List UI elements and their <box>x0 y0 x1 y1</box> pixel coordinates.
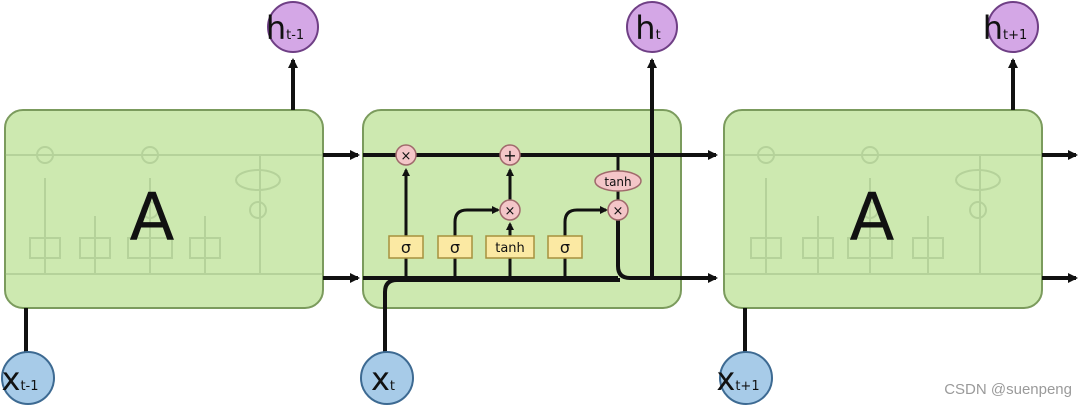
input-node-prev: xt-1 <box>1 351 55 405</box>
cell-prev-box <box>4 109 324 309</box>
svg-text:xt: xt <box>371 360 395 398</box>
layer-forget-sigma: σ <box>388 235 424 259</box>
op-output-multiply: × <box>607 199 629 221</box>
op-input-multiply: × <box>499 199 521 221</box>
layer-candidate-tanh: tanh <box>485 235 535 259</box>
cell-next-box <box>723 109 1043 309</box>
svg-text:xt+1: xt+1 <box>716 360 759 398</box>
op-forget-multiply: × <box>395 144 417 166</box>
cell-prev: A ht-1 xt-1 <box>1 1 324 405</box>
cell-prev-label: A <box>129 179 174 256</box>
svg-text:ht-1: ht-1 <box>266 9 304 47</box>
input-prev-main: x <box>2 360 21 398</box>
cell-next-faded-internals <box>724 146 1042 275</box>
output-next-sub: t+1 <box>1003 28 1027 43</box>
layer-output-sigma-label: σ <box>560 238 570 257</box>
svg-text:ht: ht <box>635 9 660 47</box>
svg-text:xt-1: xt-1 <box>2 360 39 398</box>
layer-input-sigma-label: σ <box>450 238 460 257</box>
op-input-multiply-symbol: × <box>505 204 516 219</box>
input-curr-sub: t <box>390 379 395 394</box>
output-curr-sub: t <box>656 28 661 43</box>
op-forget-multiply-symbol: × <box>401 149 412 164</box>
layer-input-sigma: σ <box>437 235 473 259</box>
cell-prev-faded-internals <box>5 146 323 275</box>
output-curr-main: h <box>635 9 655 47</box>
cell-curr: × + × × tanh σ σ tanh <box>360 1 718 405</box>
output-prev-main: h <box>266 9 286 47</box>
op-add-symbol: + <box>503 146 516 165</box>
layer-output-sigma: σ <box>547 235 583 259</box>
output-prev-sub: t-1 <box>286 28 304 43</box>
input-prev-sub: t-1 <box>20 379 38 394</box>
op-output-multiply-symbol: × <box>613 204 624 219</box>
input-curr-main: x <box>371 360 390 398</box>
input-node-next: xt+1 <box>716 351 773 405</box>
svg-text:ht+1: ht+1 <box>983 9 1028 47</box>
input-next-main: x <box>716 360 735 398</box>
layer-candidate-tanh-label: tanh <box>495 241 525 256</box>
cell-next: A ht+1 xt+1 <box>716 1 1078 405</box>
op-tanh: tanh <box>594 170 642 192</box>
output-node-curr: ht <box>626 1 678 53</box>
input-next-sub: t+1 <box>735 379 759 394</box>
cell-next-label: A <box>849 179 894 256</box>
op-tanh-label: tanh <box>604 175 631 189</box>
output-node-prev: ht-1 <box>266 1 319 53</box>
layer-forget-sigma-label: σ <box>401 238 411 257</box>
output-node-next: ht+1 <box>983 1 1039 53</box>
output-next-main: h <box>983 9 1003 47</box>
watermark: CSDN @suenpeng <box>944 381 1072 398</box>
input-node-curr: xt <box>360 351 414 405</box>
op-add: + <box>499 144 521 166</box>
